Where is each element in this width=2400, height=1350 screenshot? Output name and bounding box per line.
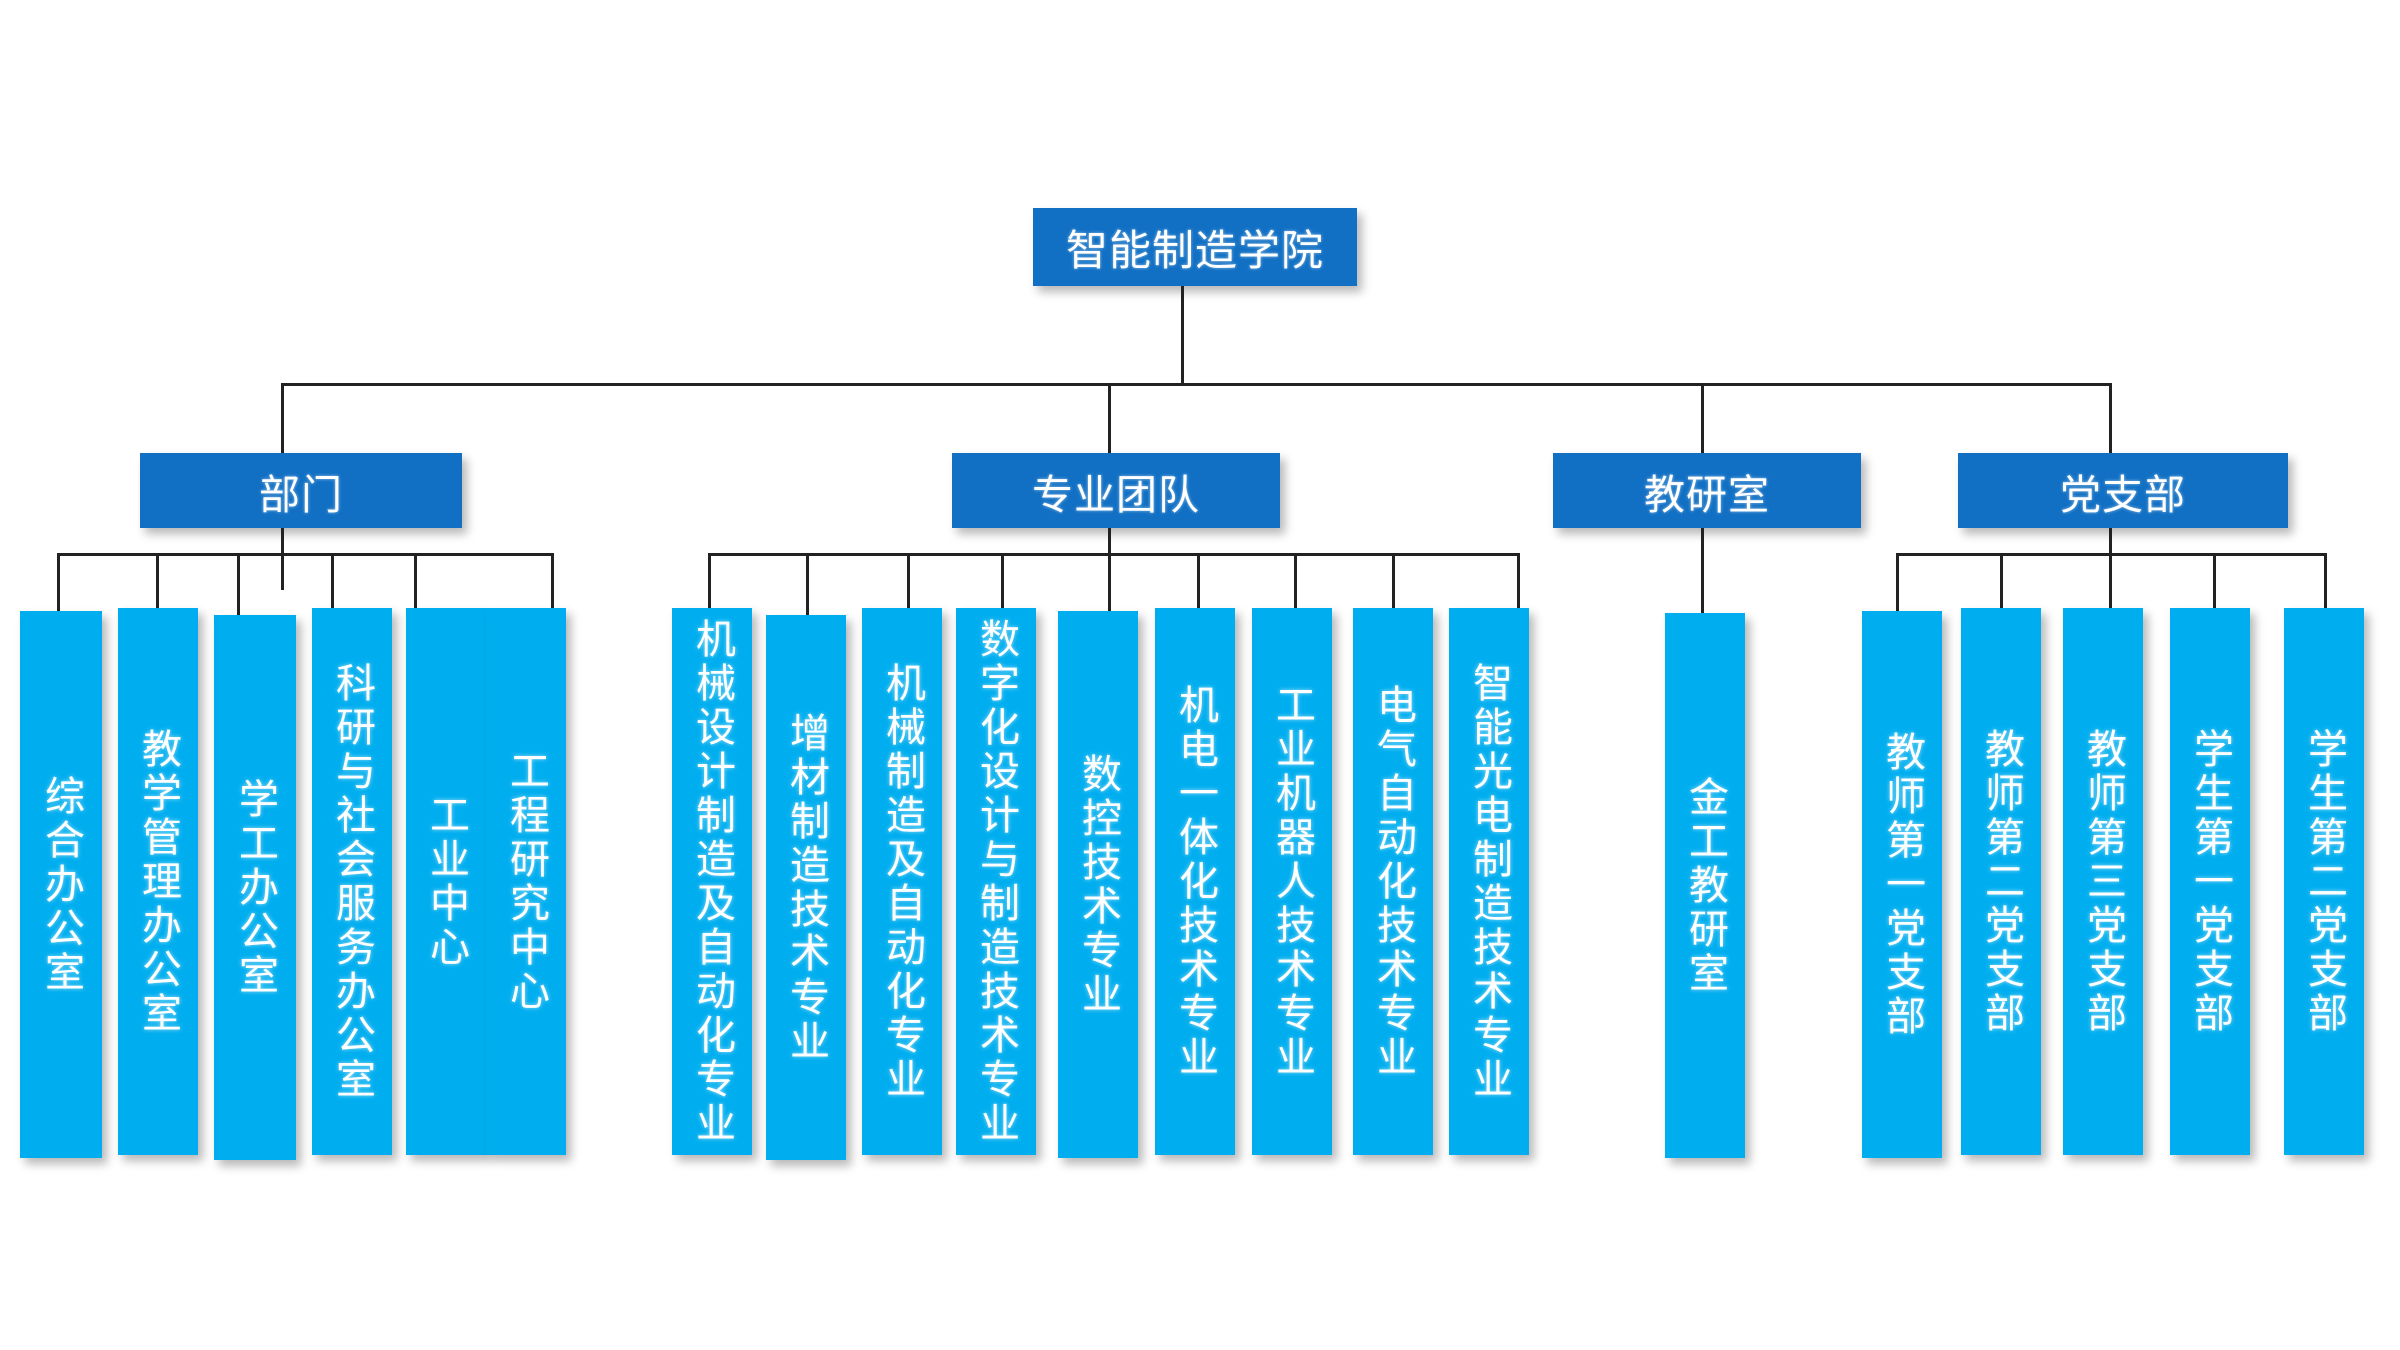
node-leaf-label: 教学管理办公室: [136, 727, 180, 1036]
node-group-department[interactable]: 部门: [140, 453, 462, 528]
connector-professional-team-child-6: [1197, 553, 1200, 615]
connector-professional-team-child-2: [806, 553, 809, 615]
connector-party-branch-child-2: [2000, 553, 2003, 615]
connector-root-to-professional-team: [1108, 383, 1111, 453]
node-leaf-teacher-party-branch-2[interactable]: 教师第二党支部: [1961, 608, 2041, 1155]
node-leaf-comprehensive-office[interactable]: 综合办公室: [20, 611, 102, 1158]
connector-root-to-department: [281, 383, 284, 453]
node-leaf-industrial-robot-technology[interactable]: 工业机器人技术专业: [1252, 608, 1332, 1155]
node-leaf-student-party-branch-2[interactable]: 学生第二党支部: [2284, 608, 2364, 1155]
connector-department-child-2: [156, 553, 159, 615]
node-leaf-teacher-party-branch-3[interactable]: 教师第三党支部: [2063, 608, 2143, 1155]
connector-root-to-party-branch: [2109, 383, 2112, 453]
connector-party-branch-child-5: [2324, 553, 2327, 615]
connector-root-bus: [281, 383, 2112, 386]
connector-teaching-research-office-stem: [1701, 528, 1704, 615]
connector-professional-team-child-5: [1108, 553, 1111, 615]
node-leaf-digital-design-manufacturing-technology[interactable]: 数字化设计与制造技术专业: [956, 608, 1036, 1155]
node-leaf-label: 电气自动化技术专业: [1371, 683, 1415, 1080]
connector-party-branch-child-1: [1896, 553, 1899, 615]
node-leaf-electrical-automation-technology[interactable]: 电气自动化技术专业: [1353, 608, 1433, 1155]
connector-department-stem: [281, 528, 284, 590]
connector-professional-team-child-1: [708, 553, 711, 615]
node-group-department-label: 部门: [259, 471, 343, 518]
connector-department-child-4: [331, 553, 334, 615]
node-leaf-student-party-branch-1[interactable]: 学生第一党支部: [2170, 608, 2250, 1155]
connector-department-child-5: [414, 553, 417, 615]
node-group-teaching-research-office[interactable]: 教研室: [1553, 453, 1861, 528]
node-leaf-research-social-service-office[interactable]: 科研与社会服务办公室: [312, 608, 392, 1155]
node-leaf-cnc-technology[interactable]: 数控技术专业: [1058, 611, 1138, 1158]
node-group-professional-team-label: 专业团队: [1032, 471, 1200, 518]
node-leaf-mechanical-manufacturing-automation[interactable]: 机械制造及自动化专业: [862, 608, 942, 1155]
connector-professional-team-child-7: [1294, 553, 1297, 615]
node-group-party-branch-label: 党支部: [2060, 471, 2186, 518]
node-leaf-label: 教师第一党支部: [1880, 730, 1924, 1039]
connector-professional-team-child-4: [1001, 553, 1004, 615]
node-leaf-label: 工程研究中心: [504, 749, 548, 1014]
connector-professional-team-bus: [708, 553, 1520, 556]
connector-department-child-3: [237, 553, 240, 615]
node-group-party-branch[interactable]: 党支部: [1958, 453, 2288, 528]
connector-department-bus: [57, 553, 554, 556]
node-leaf-metalworking-teaching-research-office[interactable]: 金工教研室: [1665, 613, 1745, 1158]
connector-department-child-1: [57, 553, 60, 615]
node-leaf-label: 工业中心: [424, 793, 468, 970]
node-leaf-label: 机械制造及自动化专业: [880, 661, 924, 1102]
node-leaf-mechatronics-technology[interactable]: 机电一体化技术专业: [1155, 608, 1235, 1155]
connector-professional-team-child-8: [1392, 553, 1395, 615]
node-leaf-label: 机电一体化技术专业: [1173, 683, 1217, 1080]
node-leaf-label: 科研与社会服务办公室: [330, 661, 374, 1102]
node-leaf-additive-manufacturing-technology[interactable]: 增材制造技术专业: [766, 615, 846, 1160]
node-leaf-engineering-research-center[interactable]: 工程研究中心: [486, 608, 566, 1155]
node-leaf-label: 学生第二党支部: [2302, 727, 2346, 1036]
node-leaf-label: 智能光电制造技术专业: [1467, 661, 1511, 1102]
connector-department-child-6: [551, 553, 554, 615]
node-leaf-teaching-management-office[interactable]: 教学管理办公室: [118, 608, 198, 1155]
node-leaf-teacher-party-branch-1[interactable]: 教师第一党支部: [1862, 611, 1942, 1158]
node-leaf-label: 增材制造技术专业: [784, 711, 828, 1064]
node-leaf-mechanical-design-manufacturing-automation[interactable]: 机械设计制造及自动化专业: [672, 608, 752, 1155]
node-leaf-industrial-center[interactable]: 工业中心: [406, 608, 486, 1155]
node-leaf-label: 教师第三党支部: [2081, 727, 2125, 1036]
node-leaf-student-affairs-office[interactable]: 学工办公室: [214, 615, 296, 1160]
node-leaf-label: 学工办公室: [233, 777, 277, 998]
node-leaf-label: 数控技术专业: [1076, 752, 1120, 1017]
node-leaf-label: 综合办公室: [39, 774, 83, 995]
connector-party-branch-child-3: [2109, 553, 2112, 615]
node-group-teaching-research-office-label: 教研室: [1644, 471, 1770, 518]
node-leaf-label: 机械设计制造及自动化专业: [690, 617, 734, 1146]
connector-professional-team-child-9: [1517, 553, 1520, 615]
node-root-label: 智能制造学院: [1065, 226, 1324, 274]
connector-professional-team-child-3: [907, 553, 910, 615]
node-leaf-label: 金工教研室: [1683, 775, 1727, 996]
connector-root-to-teaching-research-office: [1701, 383, 1704, 453]
node-leaf-label: 教师第二党支部: [1979, 727, 2023, 1036]
connector-root-stem: [1181, 286, 1184, 383]
node-leaf-intelligent-optoelectronic-manufacturing-technology[interactable]: 智能光电制造技术专业: [1449, 608, 1529, 1155]
node-leaf-label: 学生第一党支部: [2188, 727, 2232, 1036]
connector-party-branch-child-4: [2213, 553, 2216, 615]
node-root[interactable]: 智能制造学院: [1033, 208, 1357, 286]
node-leaf-label: 工业机器人技术专业: [1270, 683, 1314, 1080]
node-group-professional-team[interactable]: 专业团队: [952, 453, 1280, 528]
node-leaf-label: 数字化设计与制造技术专业: [974, 617, 1018, 1146]
